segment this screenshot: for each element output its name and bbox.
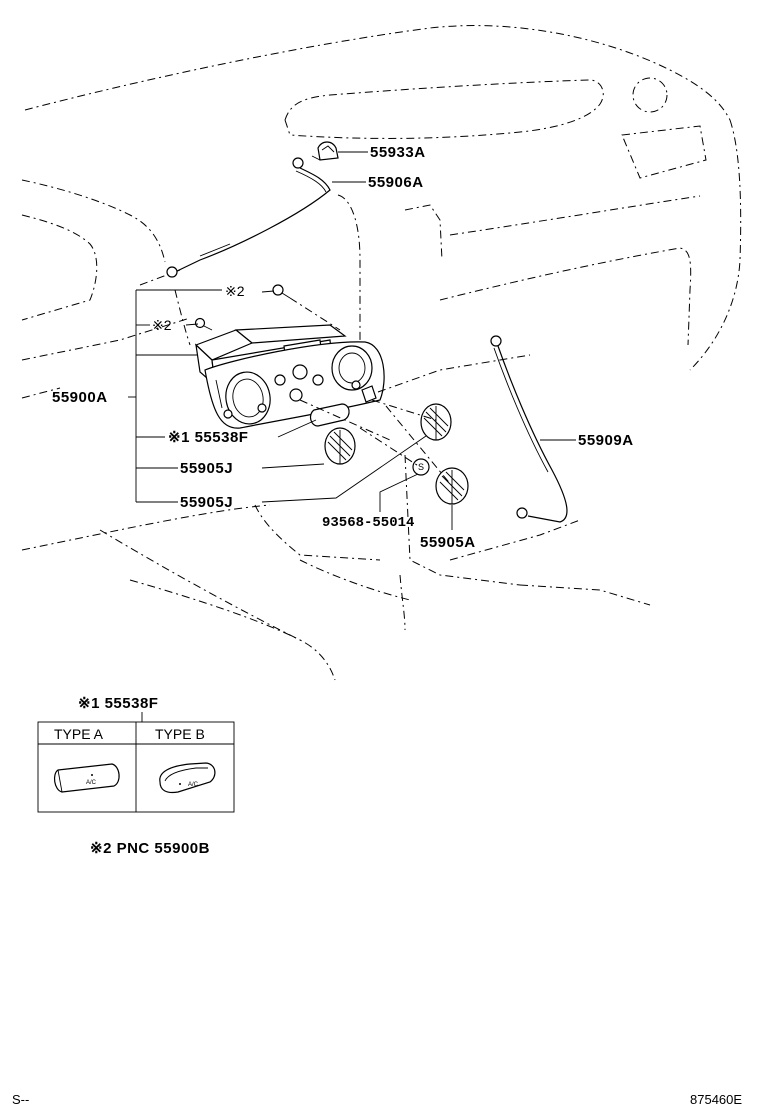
switch-type-a-label: A/C xyxy=(86,780,97,786)
svg-text:S: S xyxy=(418,462,424,472)
callout-55909a: 55909A xyxy=(578,432,634,449)
dashboard-outline xyxy=(21,25,742,681)
callout-labels: 55933A 55906A ※2 ※2 55900A ※1 55538F 559… xyxy=(52,144,634,551)
switch-type-inset: ※1 55538F TYPE A TYPE B A/C A/C xyxy=(37,695,235,813)
inset-title: ※1 55538F xyxy=(78,695,158,712)
knob-55905j-lower xyxy=(324,427,356,465)
cable-55909a xyxy=(490,335,568,523)
switch-type-b: A/C xyxy=(159,762,216,794)
callout-55538f: ※1 55538F xyxy=(168,429,248,446)
callout-55900a: 55900A xyxy=(52,389,108,406)
screws-pnc-55900b xyxy=(194,284,341,331)
pnc-note: ※2 PNC 55900B xyxy=(90,840,210,857)
screw-93568-55014: S xyxy=(412,458,430,476)
switch-type-b-label: A/C xyxy=(188,782,199,788)
callout-55905a: 55905A xyxy=(420,534,476,551)
cable-55906a xyxy=(166,157,331,278)
inset-type-a: TYPE A xyxy=(54,726,104,742)
callout-ref2-lower: ※2 xyxy=(152,317,172,333)
clip-55933a xyxy=(311,141,339,161)
callout-55905j-1: 55905J xyxy=(180,460,233,477)
callout-ref2-upper: ※2 xyxy=(225,283,245,299)
callout-55906a: 55906A xyxy=(368,174,424,191)
knob-55905j-upper xyxy=(420,403,452,441)
callout-55905j-2: 55905J xyxy=(180,494,233,511)
callout-55933a: 55933A xyxy=(370,144,426,161)
footer-figure-id: 875460E xyxy=(690,1092,742,1107)
leader-lines xyxy=(128,151,576,722)
callout-93568-55014: 93568-55014 xyxy=(322,515,414,531)
control-assembly-55900a xyxy=(194,324,385,429)
inset-type-b: TYPE B xyxy=(155,726,205,742)
footer-left: S-- xyxy=(12,1092,29,1107)
switch-type-a: A/C xyxy=(53,763,120,793)
mount-lines xyxy=(299,354,531,487)
